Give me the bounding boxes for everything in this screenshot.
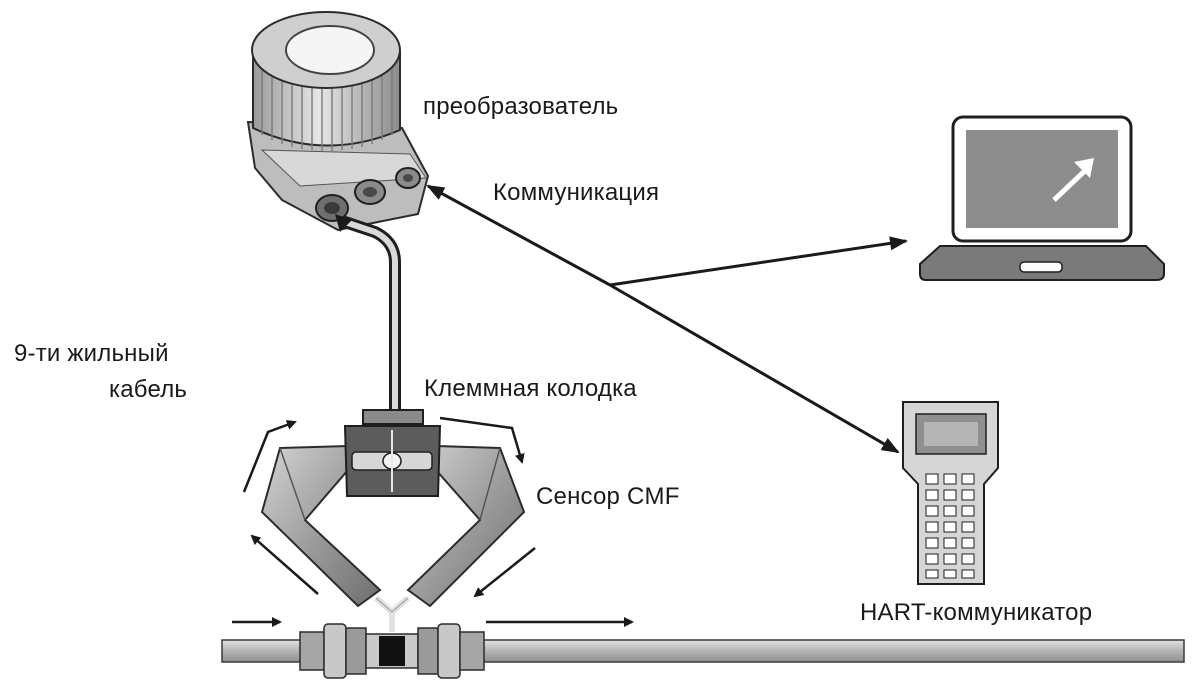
cmf-sensor-icon [260, 409, 526, 632]
flow-arrow-top-right [439, 416, 525, 464]
label-terminal-block: Клеммная колодка [424, 375, 637, 402]
label-sensor: Сенсор CMF [536, 483, 680, 510]
flow-arrows [232, 416, 634, 627]
link-transmitter-hart [426, 184, 611, 287]
laptop-icon [919, 115, 1165, 281]
transmitter-icon [246, 11, 430, 232]
label-hart: HART-коммуникатор [860, 599, 1093, 626]
label-converter: преобразователь [423, 93, 619, 120]
label-cable-line2: кабель [109, 376, 188, 403]
label-communication: Коммуникация [493, 179, 660, 206]
flow-arrow-left-up [242, 420, 297, 493]
pipeline-icon [221, 623, 1185, 679]
flow-arrow-left-tube [250, 534, 319, 595]
cable-icon [335, 214, 401, 421]
communication-links [426, 184, 908, 454]
flow-arrow-right-tube [473, 547, 536, 598]
hart-communicator-icon [902, 401, 999, 585]
link-to-hart [609, 283, 900, 454]
label-cable-line1: 9-ти жильный [14, 340, 169, 367]
link-to-laptop [609, 236, 908, 287]
